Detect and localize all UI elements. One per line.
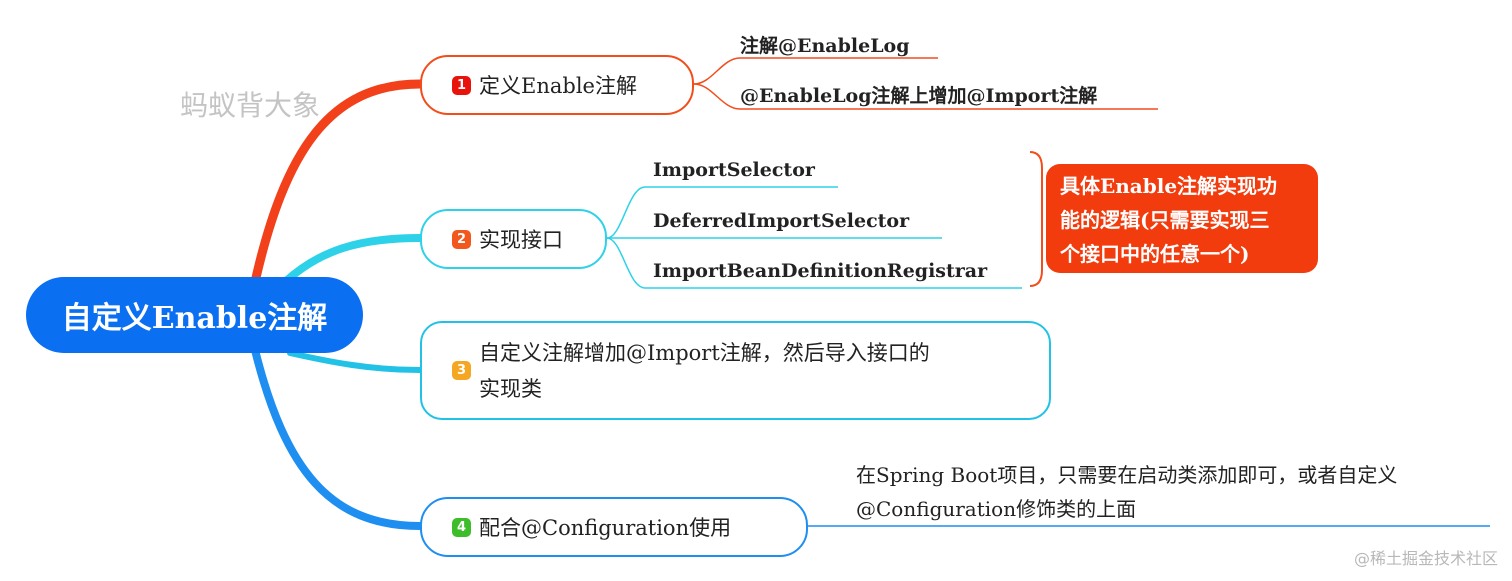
callout-note[interactable]: 具体Enable注解实现功 能的逻辑(只需要实现三 个接口中的任意一个) [1046,164,1318,273]
footer-credit: @稀土掘金技术社区 [1353,549,1498,568]
branch-2-child-2[interactable]: DeferredImportSelector [653,210,910,232]
connector-root-to-branch-1 [250,79,425,287]
branch-4-description[interactable]: 在Spring Boot项目，只需要在启动类添加即可，或者自定义 @Config… [856,458,1397,526]
callout-bracket [1029,151,1043,287]
watermark-text: 蚂蚁背大象 [180,89,321,122]
connector-root-to-branch-4 [251,346,424,530]
branch-3-label: 自定义注解增加@Import注解，然后导入接口的 实现类 [479,335,930,407]
branch-2-topic[interactable]: 2 实现接口 [420,209,607,269]
branch-4-topic[interactable]: 4 配合@Configuration使用 [420,497,808,557]
branch-1-topic[interactable]: 1 定义Enable注解 [420,55,694,115]
connector-root-to-branch-2 [281,234,424,286]
branch-1-label: 定义Enable注解 [479,74,637,98]
badge-1-icon: 1 [452,75,471,95]
branch-4-description-line-2: @Configuration修饰类的上面 [856,497,1137,521]
badge-2-icon: 2 [452,229,471,249]
connector-branch-2-to-child-1 [606,186,838,239]
root-topic[interactable]: 自定义Enable注解 [26,277,363,353]
badge-3-icon: 3 [452,361,471,380]
connector-branch-2-to-child-3 [606,237,1022,289]
branch-4-description-line-1: 在Spring Boot项目，只需要在启动类添加即可，或者自定义 [856,463,1398,487]
branch-2-child-1[interactable]: ImportSelector [653,159,815,181]
callout-line-3: 个接口中的任意一个) [1060,242,1250,266]
branch-2-label: 实现接口 [479,228,563,252]
connector-root-to-branch-3 [287,350,423,373]
branch-4-label: 配合@Configuration使用 [479,516,732,540]
badge-4-icon: 4 [452,517,471,537]
connector-branch-1-to-child-1 [693,57,938,85]
branch-1-child-2[interactable]: @EnableLog注解上增加@Import注解 [740,85,1098,107]
connector-branch-1-to-child-2 [693,83,1158,110]
callout-line-1: 具体Enable注解实现功 [1060,174,1278,198]
branch-1-child-1[interactable]: 注解@EnableLog [740,35,910,57]
branch-3-label-line-2: 实现类 [479,376,542,401]
callout-line-2: 能的逻辑(只需要实现三 [1060,208,1270,232]
branch-2-child-3[interactable]: ImportBeanDefinitionRegistrar [653,260,988,282]
branch-3-topic[interactable]: 3 自定义注解增加@Import注解，然后导入接口的 实现类 [420,321,1051,420]
branch-3-label-line-1: 自定义注解增加@Import注解，然后导入接口的 [479,340,930,365]
